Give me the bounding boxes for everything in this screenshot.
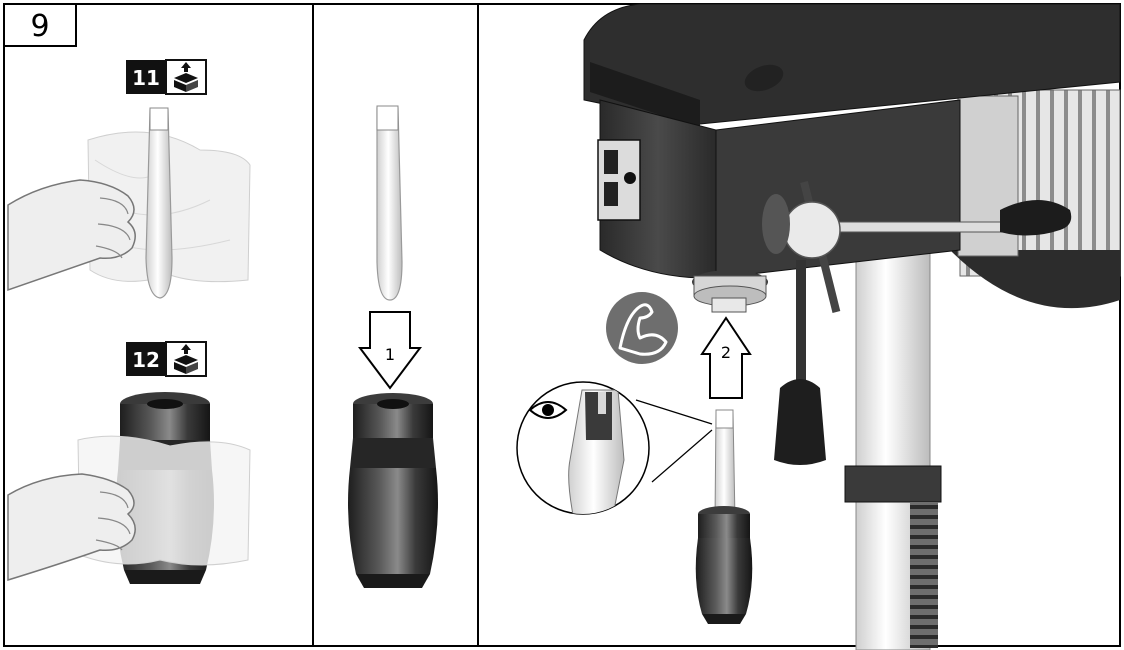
panel-mount-chuck: 2 xyxy=(516,3,1121,650)
badge-11-number: 11 xyxy=(132,66,160,90)
arrow-2-label: 2 xyxy=(721,343,731,362)
eye-icon xyxy=(528,401,568,419)
step-number: 9 xyxy=(30,9,49,44)
unpack-box-icon xyxy=(174,62,198,92)
taper-shank xyxy=(376,105,403,301)
spindle xyxy=(692,270,768,313)
badge-11: 11 xyxy=(126,59,207,95)
arrow-1-label: 1 xyxy=(385,345,395,364)
unpack-box-icon xyxy=(174,344,198,374)
chuck-with-taper xyxy=(695,409,753,624)
hand-holding-taper xyxy=(7,179,136,292)
panel-insert-taper: 1 xyxy=(348,105,438,588)
up-arrow-2: 2 xyxy=(700,316,752,399)
motor-housing xyxy=(950,89,1121,309)
hand-holding-chuck xyxy=(7,473,136,582)
drill-chuck xyxy=(348,393,438,588)
drill-column xyxy=(844,237,942,650)
figure-frame xyxy=(3,3,1121,647)
down-arrow-1: 1 xyxy=(358,311,422,390)
flexed-arm-icon xyxy=(606,292,678,364)
badge-12: 12 xyxy=(126,341,207,377)
feed-handles xyxy=(744,64,1072,465)
badge-12-number: 12 xyxy=(132,348,160,372)
step-number-box: 9 xyxy=(3,3,77,47)
panel-unpack: 11 12 xyxy=(7,59,251,584)
zoom-callout xyxy=(516,381,713,515)
